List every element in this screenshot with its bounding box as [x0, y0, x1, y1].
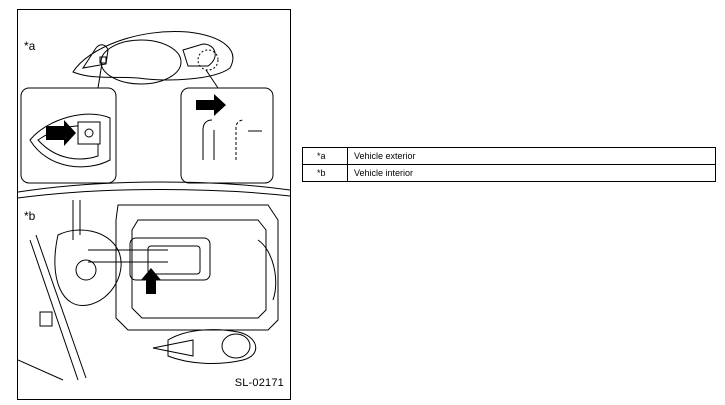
figure-id: SL-02171: [234, 377, 284, 389]
detail-callout-right: [180, 87, 274, 184]
legend-row: *a Vehicle exterior: [302, 147, 716, 165]
slide-arrow-icon: [196, 94, 226, 116]
door-handle-illustration: [18, 30, 290, 381]
figure-label-a: *a: [24, 39, 36, 53]
legend-key: *b: [302, 164, 348, 182]
exterior-handle-drawing: [72, 30, 234, 89]
legend-text: Vehicle exterior: [347, 147, 716, 165]
push-arrow-icon: [46, 120, 76, 146]
figure-label-b: *b: [24, 209, 36, 223]
interior-door-drawing: [18, 181, 290, 381]
legend-key: *a: [302, 147, 348, 165]
up-arrow-icon: [141, 268, 161, 294]
legend-table: *a Vehicle exterior *b Vehicle interior: [302, 147, 716, 182]
illustration-frame: *a *b SL-02171: [17, 9, 291, 400]
detail-callout-left: [20, 87, 117, 184]
legend-row: *b Vehicle interior: [302, 164, 716, 182]
legend-text: Vehicle interior: [347, 164, 716, 182]
